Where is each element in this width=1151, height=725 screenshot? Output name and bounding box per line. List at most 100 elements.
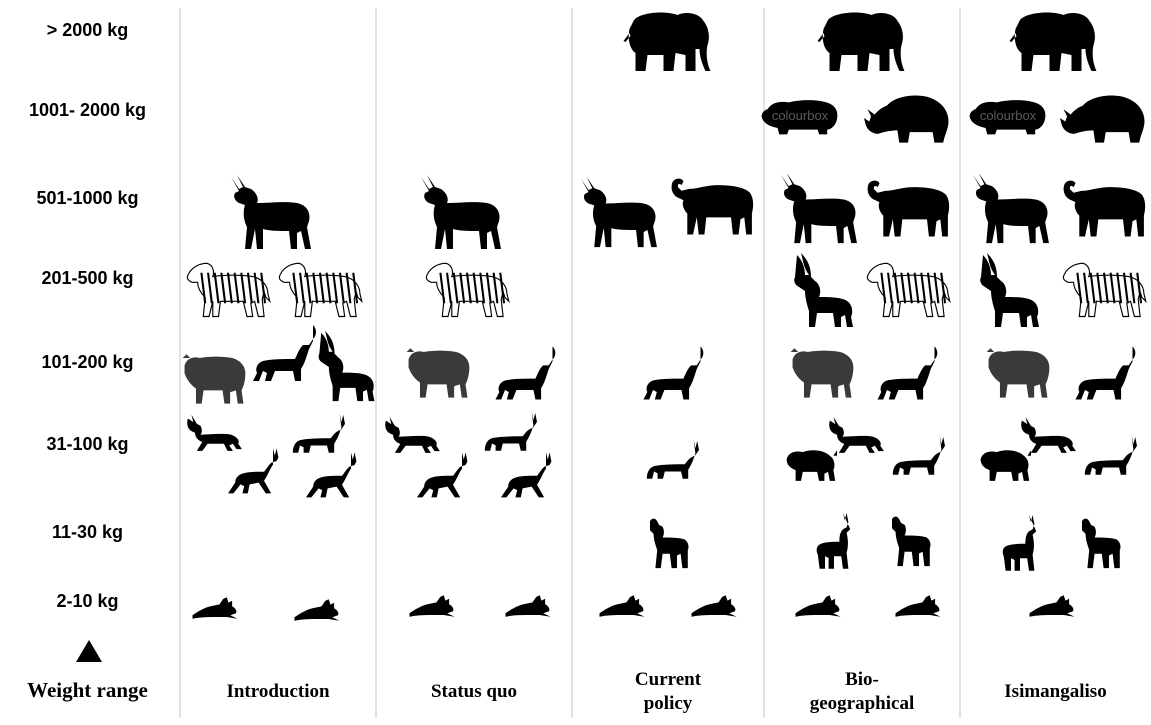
scenario-title-isimangaliso: Isimangaliso	[960, 680, 1151, 704]
rhino-icon	[1060, 96, 1144, 143]
weight-range-axis-title: Weight range	[0, 678, 175, 703]
springbok-icon	[228, 448, 278, 493]
waterbuck-silhouette	[1085, 435, 1137, 475]
waterbuck-silhouette	[647, 439, 699, 479]
hare-icon	[796, 595, 841, 617]
rhino-icon	[864, 96, 948, 143]
springbok-icon	[417, 452, 467, 497]
wildebeest-silhouette	[791, 348, 854, 397]
eland-silhouette	[973, 173, 1049, 243]
hare-silhouette	[796, 595, 841, 617]
rhino-silhouette	[864, 96, 948, 143]
hartebeest-silhouette	[253, 325, 316, 381]
scenario-title-line: geographical	[810, 693, 915, 714]
hare-icon	[295, 599, 340, 621]
hare-silhouette	[600, 595, 645, 617]
scenario-title-line: Current	[635, 669, 701, 690]
wildebeest-icon	[407, 348, 470, 397]
hare-icon	[410, 595, 455, 617]
impala-silhouette	[385, 417, 440, 453]
weight-label-2-10: 2-10 kg	[0, 591, 175, 612]
weight-label-31-100: 31-100 kg	[0, 434, 175, 455]
hare-silhouette	[506, 595, 551, 617]
zebra-icon	[279, 263, 361, 316]
scenario-title-line: Status quo	[431, 681, 517, 702]
rhino-silhouette	[1060, 96, 1144, 143]
impala-icon	[829, 417, 884, 453]
springbok-icon	[306, 452, 356, 497]
weight-label-11-30: 11-30 kg	[0, 522, 175, 543]
impala-silhouette	[829, 417, 884, 453]
scenario-title-line: Bio-	[845, 669, 879, 690]
buffalo-icon	[672, 179, 754, 235]
duiker-icon	[892, 517, 931, 567]
eland-icon	[781, 173, 857, 243]
sable-icon	[794, 253, 853, 327]
hartebeest-icon	[1076, 346, 1136, 399]
hare-silhouette	[1030, 595, 1075, 617]
springbok-silhouette	[501, 452, 551, 497]
warthog-icon	[787, 450, 837, 481]
warthog-icon	[981, 450, 1031, 481]
sable-silhouette	[980, 253, 1039, 327]
springbok-silhouette	[417, 452, 467, 497]
springbok-icon	[501, 452, 551, 497]
waterbuck-icon	[893, 435, 945, 475]
weight-label-101-200: 101-200 kg	[0, 352, 175, 373]
scenario-title-line: policy	[644, 693, 693, 714]
hartebeest-silhouette	[1076, 346, 1136, 399]
duiker-silhouette	[650, 519, 689, 569]
buffalo-silhouette	[672, 179, 754, 235]
hartebeest-icon	[253, 325, 316, 381]
impala-icon	[1021, 417, 1076, 453]
hartebeest-icon	[644, 346, 704, 399]
eland-icon	[421, 175, 501, 249]
hartebeest-silhouette	[644, 346, 704, 399]
elephant-silhouette	[624, 13, 711, 71]
eland-silhouette	[421, 175, 501, 249]
eland-silhouette	[231, 175, 311, 249]
elephant-silhouette	[1010, 13, 1097, 71]
weight-label-501-1000: 501-1000 kg	[0, 188, 175, 209]
scenario-title-current-policy: Current policy	[572, 668, 764, 716]
wildebeest-silhouette	[183, 354, 246, 403]
hare-icon	[1030, 595, 1075, 617]
reedbuck-icon	[1003, 515, 1036, 571]
warthog-silhouette	[787, 450, 837, 481]
waterbuck-icon	[485, 411, 537, 451]
sable-icon	[319, 331, 375, 401]
watermark-text: colourbox	[980, 108, 1037, 123]
weight-label-2000plus: > 2000 kg	[0, 20, 175, 41]
zebra-icon	[867, 263, 949, 316]
hare-icon	[193, 597, 238, 619]
duiker-silhouette	[892, 517, 931, 567]
wildebeest-icon	[183, 354, 246, 403]
hare-icon	[896, 595, 941, 617]
hare-silhouette	[692, 595, 737, 617]
reedbuck-silhouette	[817, 513, 850, 569]
elephant-icon	[624, 13, 711, 71]
waterbuck-silhouette	[293, 413, 345, 453]
hare-silhouette	[410, 595, 455, 617]
scenario-title-status-quo: Status quo	[376, 680, 572, 704]
buffalo-silhouette	[1064, 181, 1146, 237]
elephant-icon	[818, 13, 905, 71]
weight-label-201-500: 201-500 kg	[0, 268, 175, 289]
wildebeest-silhouette	[987, 348, 1050, 397]
elephant-icon	[1010, 13, 1097, 71]
wildebeest-icon	[987, 348, 1050, 397]
reedbuck-icon	[817, 513, 850, 569]
waterbuck-silhouette	[893, 435, 945, 475]
hare-icon	[692, 595, 737, 617]
zebra-icon	[187, 263, 269, 316]
waterbuck-icon	[647, 439, 699, 479]
buffalo-icon	[1064, 181, 1146, 237]
hartebeest-silhouette	[878, 346, 938, 399]
waterbuck-icon	[293, 413, 345, 453]
scenario-title-line: Isimangaliso	[1004, 681, 1106, 702]
waterbuck-icon	[1085, 435, 1137, 475]
wildebeest-icon	[791, 348, 854, 397]
zebra-icon	[426, 263, 508, 316]
watermark-text: colourbox	[772, 108, 829, 123]
